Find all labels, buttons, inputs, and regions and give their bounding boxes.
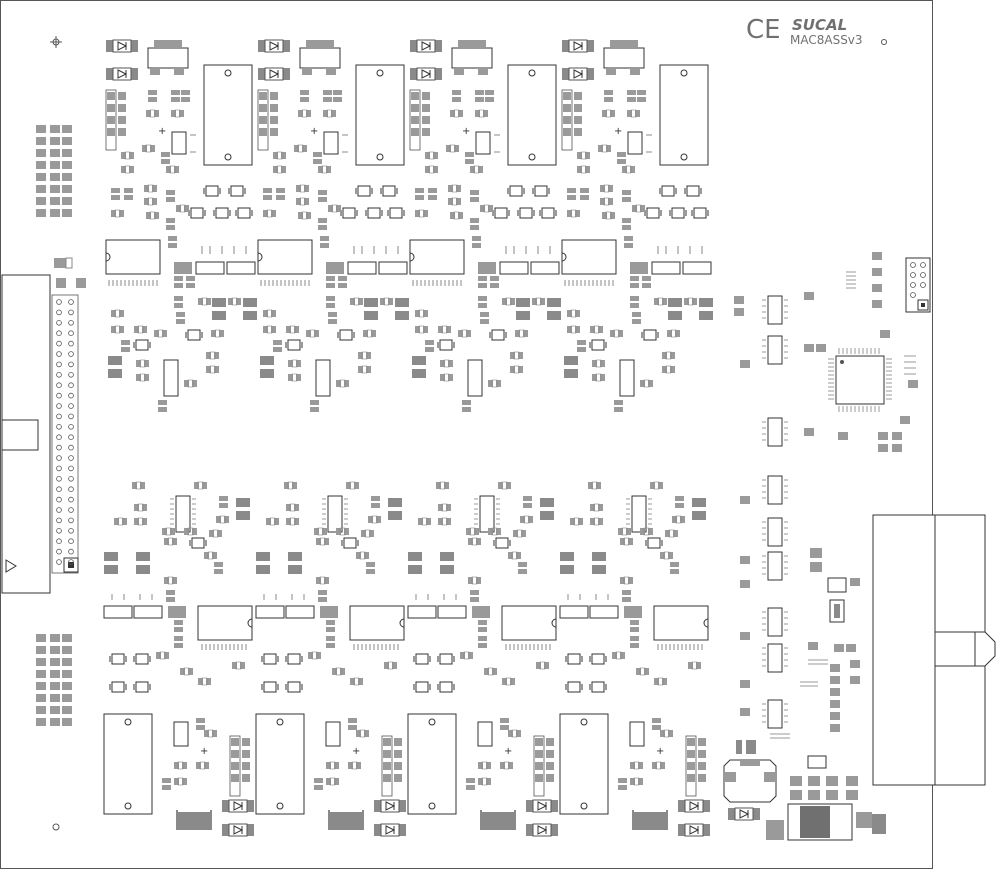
ce-mark: CE <box>746 15 781 45</box>
brand-logo: SUCAL <box>792 16 847 34</box>
terminal-block <box>872 514 996 786</box>
board-marking: CE SUCAL MAC8ASSv3 <box>746 15 887 47</box>
model-label: MAC8ASSv3 <box>790 33 863 47</box>
ribbon-connector <box>1 257 86 594</box>
fiducial-top-right <box>881 39 887 45</box>
controller-section <box>723 252 931 841</box>
header-pins <box>56 299 74 565</box>
fiducial-top-left <box>50 36 62 48</box>
fiducial-bottom-left <box>52 823 60 831</box>
